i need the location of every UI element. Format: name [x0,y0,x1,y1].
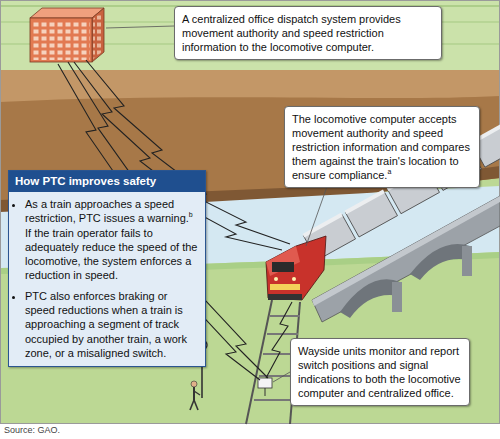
bridge-part [462,246,472,276]
office-building-part [92,8,104,62]
office-building-part [30,8,104,18]
locomotive-part [272,262,294,272]
bullet-text: As a train approaches a speed restrictio… [25,198,189,224]
bullet-item: As a train approaches a speed restrictio… [25,197,199,283]
callout-text: Wayside units monitor and report switch … [298,345,461,399]
dispatch-callout: A centralized office dispatch system pro… [174,6,442,60]
bullet-text: If the train operator fails to adequatel… [25,227,197,282]
train-cars-part [344,189,384,214]
bridge-part [392,282,402,312]
signal-and-worker-part [194,391,200,395]
locomotive-part [274,277,278,281]
landscape-part [0,70,500,102]
locomotive-callout: The locomotive computer accepts movement… [284,106,480,188]
bullet-item: PTC also enforces braking or speed reduc… [25,289,199,360]
callout-text: A centralized office dispatch system pro… [182,13,401,53]
leader-lines-part [273,372,290,382]
wayside-unit [258,378,272,396]
signal-and-worker-part [193,387,195,400]
locomotive [266,236,326,300]
office-building [30,8,104,62]
landscape-part [0,0,500,72]
locomotive-part [266,246,300,276]
track-part [246,300,272,424]
landscape [0,0,500,424]
locomotive-part [292,277,296,281]
landscape-part [0,0,500,424]
locomotive-part [268,294,302,300]
wayside-unit-part [265,388,266,396]
bullet-list: As a train approaches a speed restrictio… [9,197,199,360]
signal-and-worker-part [191,381,197,387]
landscape-part [1,1,500,424]
office-building-part [93,11,103,59]
wayside-callout: Wayside units monitor and report switch … [290,338,470,406]
track-part [254,399,293,401]
leader-lines-part [106,26,174,28]
office-building-part [30,18,92,62]
locomotive-part [266,236,326,300]
panel-heading: How PTC improves safety [9,171,205,192]
bridge-part [410,244,470,280]
office-building-part [32,20,90,60]
safety-panel: How PTC improves safety As a train approa… [8,170,206,367]
locomotive-part [270,284,300,290]
bridge-part [340,279,400,318]
train-cars-part [302,213,342,238]
bullet-text: PTC also enforces braking or speed reduc… [25,290,187,359]
leader-lines-part [306,178,330,246]
footnote-mark: a [387,169,391,176]
bridge-part [312,196,500,306]
lightning-signals-part [266,302,292,378]
source-note: Source: GAO. [4,426,60,435]
callout-text: The locomotive computer accepts movement… [292,113,470,181]
footnote-mark: b [189,212,193,219]
signal-and-worker-part [194,400,198,410]
signal-and-worker-part [190,400,194,410]
